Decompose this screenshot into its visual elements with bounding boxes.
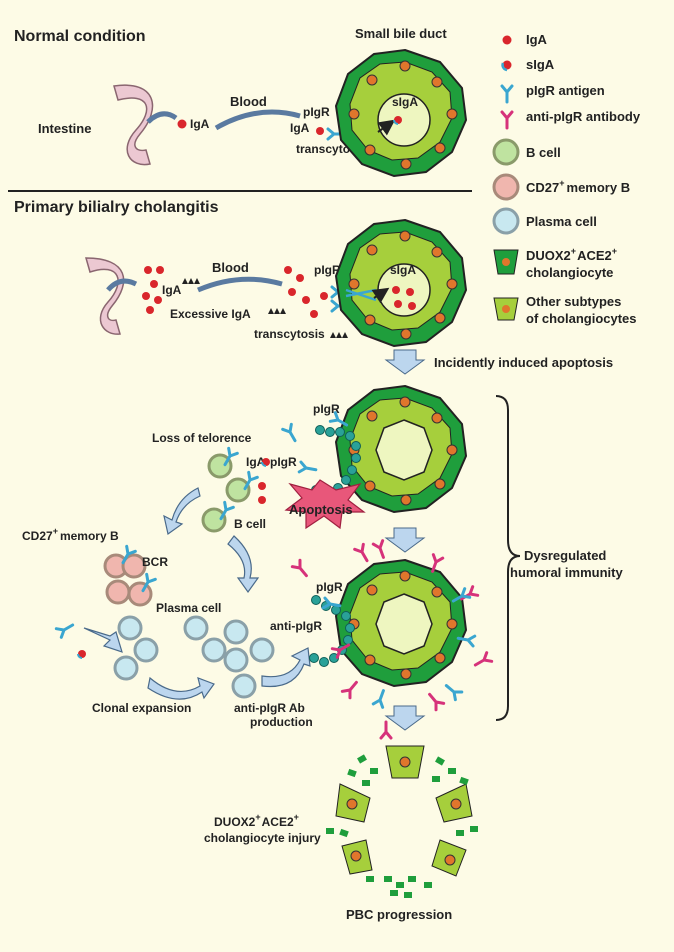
legend-b-cell-icon — [492, 138, 520, 166]
legend-plasma-cell-icon — [492, 207, 520, 235]
fragments — [326, 754, 478, 898]
pbc-title: Primary bilialry cholangitis — [14, 199, 219, 216]
intestine-arrow — [146, 111, 178, 124]
legend-other-label: Other subtypes — [526, 294, 621, 309]
transcytosis-label-2: transcytosis — [254, 327, 325, 341]
legend-iga-icon — [502, 35, 512, 45]
cd27-memory-b-label: CD27+memory B — [22, 526, 119, 543]
legend-b-cell-label: B cell — [526, 145, 561, 160]
apoptosis-label: Apoptosis — [289, 502, 353, 517]
iga-molecule — [177, 119, 187, 129]
small-bile-duct-label: Small bile duct — [355, 26, 447, 41]
bracket — [495, 395, 521, 721]
legend-duox-label: DUOX2+ACE2+ — [526, 246, 617, 263]
memory-b-cells — [103, 553, 153, 607]
loss-tolerance-label: Loss of telorence — [152, 431, 252, 445]
legend-duox-label-2: cholangiocyte — [526, 265, 613, 280]
iga-increase-label: IgA — [162, 283, 182, 297]
intestine-arrow-2 — [106, 278, 138, 292]
iga-molecule — [316, 127, 324, 135]
legend: IgA sIgA pIgR antigen anti-pIgR antibody… — [492, 32, 641, 326]
excessive-iga-label: Excessive IgA — [170, 307, 251, 321]
b-cells — [201, 453, 266, 533]
blood-arrow — [214, 109, 301, 131]
humoral-immunity-label: humoral immunity — [510, 565, 623, 580]
production-label: production — [250, 715, 313, 729]
legend-iga-label: IgA — [526, 32, 548, 47]
iga-label-2: IgA — [290, 121, 310, 135]
injured-bile-duct — [335, 745, 473, 877]
iga-label: IgA — [190, 117, 210, 131]
dysregulated-label: Dysregulated — [524, 548, 606, 563]
anti-pigr-ab-label: anti-pIgR Ab — [234, 701, 305, 715]
blood-label-2: Blood — [212, 260, 249, 275]
plasma-cell-label: Plasma cell — [156, 601, 221, 615]
legend-pigr-label: pIgR antigen — [526, 83, 605, 98]
blood-arrow-2 — [197, 276, 283, 293]
plasma-cells — [113, 615, 275, 699]
legend-other-label-2: of cholangiocytes — [526, 311, 637, 326]
pigr-label-5: pIgR — [316, 580, 343, 594]
legend-pigr-icon — [500, 84, 514, 104]
injury-label: DUOX2+ACE2+ — [214, 812, 299, 829]
bile-duct-apoptosis — [334, 384, 468, 514]
cycle-arrows — [83, 487, 311, 700]
anti-pigr-label: anti-pIgR — [270, 619, 322, 633]
injury-label-2: cholangiocyte injury — [204, 831, 321, 845]
down-arrow-2 — [384, 527, 426, 553]
increase-arrows-icon — [182, 278, 200, 284]
pbc-progression-label: PBC progression — [346, 907, 452, 922]
bile-duct-antibody — [334, 558, 468, 688]
b-cell-label: B cell — [234, 517, 266, 531]
legend-cd27-label: CD27+memory B — [526, 178, 630, 195]
normal-condition-title: Normal condition — [14, 28, 146, 45]
iga-label-3: IgA — [246, 455, 266, 469]
legend-anti-pigr-icon — [500, 110, 514, 130]
legend-anti-pigr-label: anti-pIgR antibody — [526, 109, 641, 124]
pigr-label-4: pIgR — [270, 455, 297, 469]
blood-label: Blood — [230, 94, 267, 109]
bile-duct-pbc: sIgA — [334, 218, 468, 348]
incidently-label: Incidently induced apoptosis — [434, 355, 613, 370]
intestine-label: Intestine — [38, 121, 91, 136]
pigr-label-3: pIgR — [313, 402, 340, 416]
legend-plasma-cell-label: Plasma cell — [526, 214, 597, 229]
down-arrow-3 — [384, 705, 426, 731]
pigr-label: pIgR — [303, 105, 330, 119]
clonal-expansion-label: Clonal expansion — [92, 701, 191, 715]
legend-siga-label: sIgA — [526, 57, 555, 72]
pigr-label-2: pIgR — [314, 263, 341, 277]
intestine-icon — [113, 84, 154, 166]
bcr-label: BCR — [142, 555, 168, 569]
legend-memory-b-icon — [492, 173, 520, 201]
legend-siga-icon — [502, 60, 512, 70]
siga-label: sIgA — [392, 95, 418, 109]
bile-duct-normal: sIgA — [334, 48, 468, 178]
siga-label-2: sIgA — [390, 263, 416, 277]
intestine-icon-2 — [85, 257, 125, 335]
down-arrow-1 — [384, 349, 426, 375]
apoptosis-burst — [284, 479, 366, 530]
